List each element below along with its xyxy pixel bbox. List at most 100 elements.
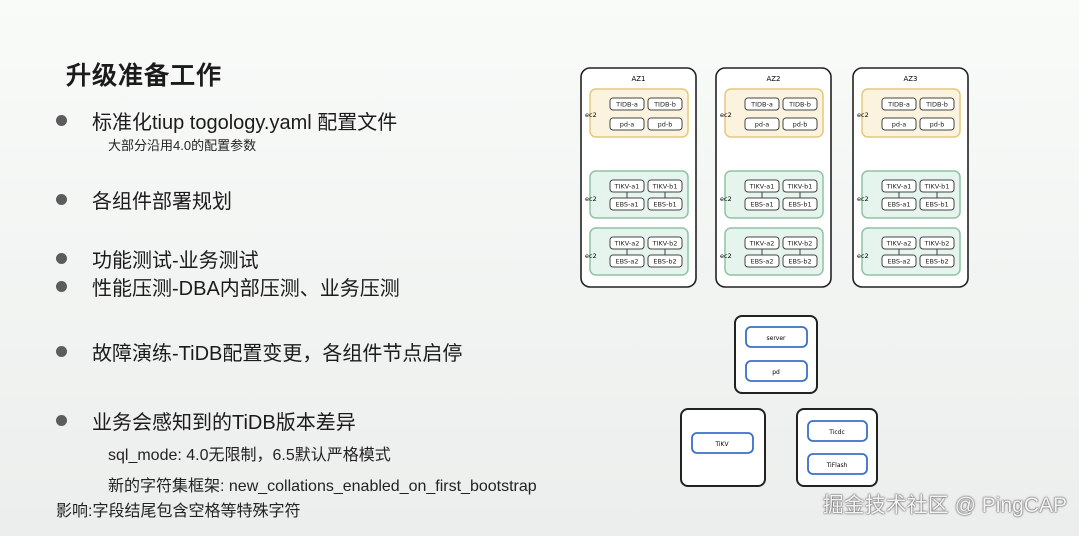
node-box: [609, 117, 645, 131]
node-label: TIDB-b: [653, 101, 676, 109]
node-label: EBS-a2: [750, 258, 773, 266]
node-label: TIKV-a1: [614, 183, 640, 191]
node-label: pd-b: [658, 121, 673, 129]
ec2-label: ec2: [585, 111, 597, 119]
ec2-label: ec2: [585, 195, 597, 203]
az-label: AZ1: [631, 75, 645, 83]
bullet-fault-drill: 故障演练-TiDB配置变更，各组件节点启停: [56, 337, 462, 366]
bullet-text: 业务会感知到的TiDB版本差异: [92, 412, 356, 434]
tikv-group: [861, 227, 961, 276]
tikv-host: TiKV: [680, 408, 766, 487]
slide-title: 升级准备工作: [66, 62, 223, 90]
node-label: pd-a: [755, 121, 770, 129]
node-box: [919, 117, 955, 131]
node-label: TIKV-b1: [924, 183, 950, 191]
node-label: TIKV-b1: [787, 183, 813, 191]
node-label: EBS-a2: [615, 258, 638, 266]
bullet-dot: [56, 281, 67, 292]
ec2-label: ec2: [857, 252, 869, 260]
bullet-text: 各组件部署规划: [92, 191, 232, 213]
tikv-label: TiKV: [714, 441, 729, 448]
node-box: [744, 117, 780, 131]
node-label: EBS-a1: [887, 201, 910, 209]
ec2-label: ec2: [857, 111, 869, 119]
detail-sql-mode: sql_mode: 4.0无限制，6.5默认严格模式: [108, 447, 391, 464]
tikv-group: [589, 170, 689, 219]
tiflash-node: [807, 453, 868, 475]
node-label: TIDB-a: [887, 101, 910, 109]
node-label: pd-b: [930, 121, 945, 129]
node-label: EBS-a1: [750, 201, 773, 209]
node-label: TIKV-b2: [924, 240, 950, 248]
detail-collation: 新的字符集框架: new_collations_enabled_on_first…: [108, 478, 537, 495]
az-label: AZ3: [903, 75, 917, 83]
node-label: TIDB-a: [615, 101, 638, 109]
ec2-label: ec2: [720, 252, 732, 260]
bullet-text: 标准化tiup togology.yaml 配置文件: [92, 112, 398, 134]
pd-node: [745, 360, 808, 382]
node-box: [744, 254, 780, 268]
ticdc-tiflash-host: Ticdc TiFlash: [796, 408, 878, 487]
node-box: [744, 97, 780, 111]
server-label: server: [767, 335, 787, 342]
node-label: EBS-b1: [925, 201, 948, 209]
node-box: [919, 197, 955, 211]
bullet-text: 性能压测-DBA内部压测、业务压测: [92, 278, 400, 300]
node-box: [919, 97, 955, 111]
node-label: EBS-b2: [653, 258, 676, 266]
bullet-perf-test: 性能压测-DBA内部压测、业务压测: [56, 272, 400, 301]
node-label: TIDB-a: [750, 101, 773, 109]
node-box: [881, 254, 917, 268]
az-label: AZ2: [766, 75, 780, 83]
node-label: TIKV-b2: [787, 240, 813, 248]
node-box: [919, 254, 955, 268]
node-label: EBS-b2: [788, 258, 811, 266]
bullet-dot: [56, 253, 67, 264]
ec2-label: ec2: [857, 195, 869, 203]
bullet-deploy-plan: 各组件部署规划: [56, 185, 232, 214]
pd-label: pd: [772, 369, 780, 376]
node-box: [744, 197, 780, 211]
bullet-topology: 标准化tiup togology.yaml 配置文件: [56, 106, 397, 135]
bullet-version-diff: 业务会感知到的TiDB版本差异: [56, 406, 356, 435]
tikv-group: [724, 227, 824, 276]
tikv-group: [861, 170, 961, 219]
node-box: [782, 197, 818, 211]
node-label: pd-b: [793, 121, 808, 129]
node-box: [609, 97, 645, 111]
node-box: [647, 254, 683, 268]
server-pd-host: server pd: [734, 315, 818, 394]
bullet-subtext: 大部分沿用4.0的配置参数: [108, 138, 257, 153]
bullet-dot: [56, 194, 67, 205]
node-label: TIKV-a1: [749, 183, 775, 191]
node-label: TIKV-a2: [886, 240, 912, 248]
bullet-dot: [56, 415, 67, 426]
bullet-text: 故障演练-TiDB配置变更，各组件节点启停: [92, 343, 463, 365]
node-label: pd-a: [892, 121, 907, 129]
watermark: 掘金技术社区 @ PingCAP: [822, 494, 1067, 517]
node-label: EBS-a1: [615, 201, 638, 209]
bullet-dot: [56, 115, 67, 126]
node-box: [782, 254, 818, 268]
node-box: [647, 197, 683, 211]
node-label: EBS-b1: [788, 201, 811, 209]
node-box: [609, 254, 645, 268]
ec2-label: ec2: [720, 111, 732, 119]
ticdc-node: [807, 420, 868, 442]
tikv-group: [724, 170, 824, 219]
node-label: TIDB-b: [788, 101, 811, 109]
bullet-func-test: 功能测试-业务测试: [56, 244, 259, 273]
node-label: TIKV-b2: [652, 240, 678, 248]
node-label: EBS-a2: [887, 258, 910, 266]
bullet-dot: [56, 346, 67, 357]
node-box: [782, 117, 818, 131]
node-label: TIKV-a1: [886, 183, 912, 191]
node-label: EBS-b2: [925, 258, 948, 266]
tikv-node: [691, 432, 754, 454]
node-label: TIKV-a2: [614, 240, 640, 248]
ec2-label: ec2: [720, 195, 732, 203]
